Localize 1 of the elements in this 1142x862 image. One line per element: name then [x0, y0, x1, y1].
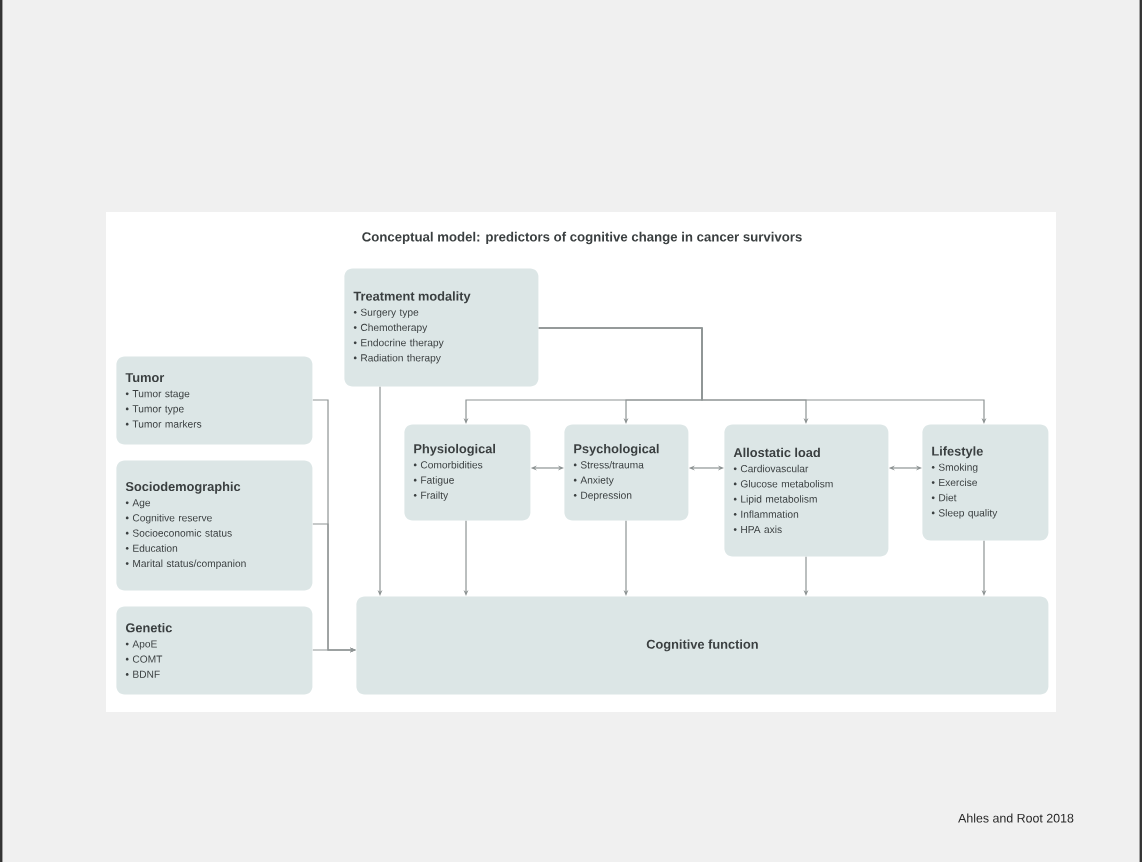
arrow	[538, 327, 987, 424]
